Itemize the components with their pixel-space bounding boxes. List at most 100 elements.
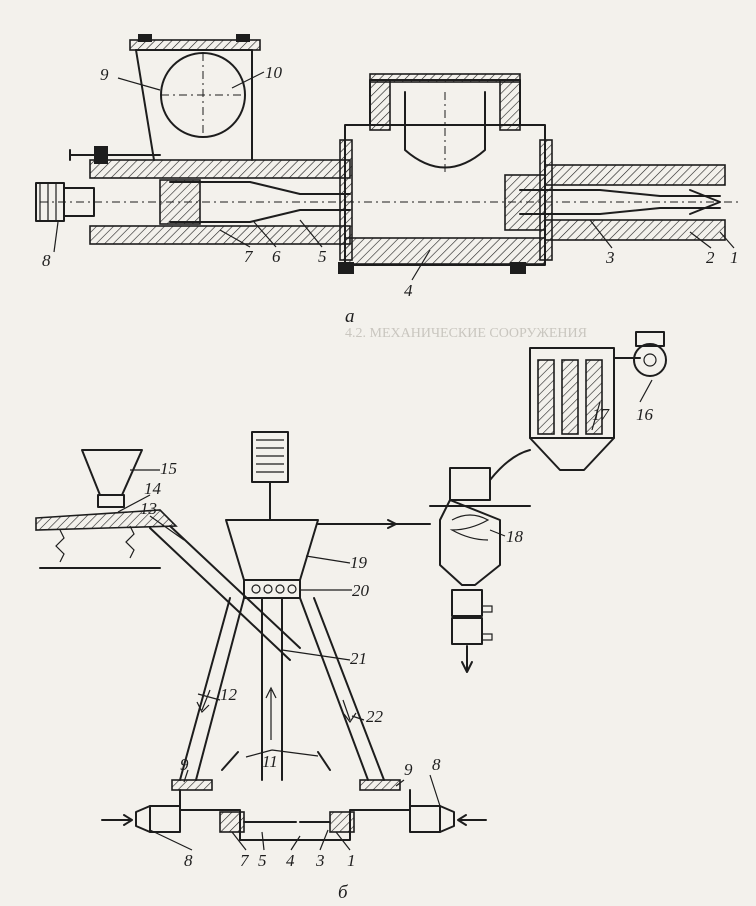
bellows-ribs (39, 183, 57, 221)
feed-hopper (81, 449, 143, 496)
right-upper-wall (544, 164, 726, 186)
chamber-left-wall (369, 79, 391, 131)
filter-hopper (529, 437, 615, 471)
right-nozzle (519, 189, 721, 215)
classifier-head (225, 519, 319, 581)
bolt-hopper-left (138, 34, 152, 42)
filter-bag-2 (561, 359, 579, 435)
label-b-14: 14 (144, 479, 162, 498)
chamber-left-flange (339, 139, 353, 261)
label-b-16: 16 (636, 405, 654, 424)
label-b-11: 11 (262, 752, 278, 771)
inlet-pipe (63, 187, 95, 217)
product-out-arrow (461, 645, 473, 673)
label-b-9-right: 9 (404, 760, 413, 779)
central-riser (261, 597, 283, 781)
filter-bag-1 (537, 359, 555, 435)
right-nozzle-holder (504, 174, 546, 231)
left-nozzle-insert (219, 811, 245, 833)
nozzle-tip (689, 189, 721, 215)
right-flow-arrow (342, 699, 357, 724)
right-downcomer (299, 597, 385, 781)
hopper-body (135, 49, 253, 161)
left-downcomer (179, 597, 245, 781)
cyclone-body (439, 499, 501, 586)
label-b-1: 1 (347, 851, 356, 870)
leaders-a (53, 71, 735, 281)
label-a-7: 7 (244, 247, 254, 266)
label-b-9-left: 9 (180, 755, 189, 774)
labels-diagram-a: 1 2 3 4 5 6 7 8 9 10 а (42, 63, 739, 327)
caption-b: б (338, 882, 349, 903)
cyclone-swirl (449, 514, 490, 541)
chamber-top-housing (369, 79, 521, 126)
deflectors (221, 751, 331, 771)
label-a-1: 1 (730, 248, 739, 267)
label-a-6: 6 (272, 247, 281, 266)
bolt-left-lower (338, 262, 354, 274)
label-a-2: 2 (706, 248, 715, 267)
label-b-22: 22 (366, 707, 384, 726)
label-a-5: 5 (318, 247, 327, 266)
injector-nozzle (169, 181, 351, 223)
caption-a: а (345, 306, 355, 327)
bolt-hopper-right (236, 34, 250, 42)
leaders-b (117, 379, 653, 851)
classifier-ring (243, 579, 301, 599)
fan-outlet (635, 331, 665, 347)
right-lower-wall (544, 219, 726, 241)
bleed-heading: 4.2. МЕХАНИЧЕСКИЕ СООРУЖЕНИЯ (345, 326, 587, 341)
feeder-lower-wall (89, 225, 351, 245)
labels-diagram-b: 1 3 4 5 7 8 8 9 9 11 12 13 14 15 16 17 1… (140, 405, 654, 903)
label-a-8: 8 (42, 251, 51, 270)
label-b-8-left: 8 (184, 851, 193, 870)
label-b-4: 4 (286, 851, 295, 870)
feeder-springs (55, 525, 135, 563)
bottom-chamber (179, 789, 411, 841)
right-air-inlet-arrow (457, 814, 487, 826)
diagram-b (35, 331, 667, 841)
motor-fins (256, 439, 284, 473)
label-b-3: 3 (315, 851, 325, 870)
left-air-inlet-arrow (101, 814, 133, 826)
label-b-5: 5 (258, 851, 267, 870)
cyclone-drum-2 (451, 617, 483, 645)
label-b-13: 13 (140, 499, 157, 518)
label-b-12: 12 (220, 685, 238, 704)
vibrating-feeder (35, 509, 178, 531)
label-b-18: 18 (506, 527, 524, 546)
left-flange-9 (171, 779, 213, 791)
hopper-neck (97, 494, 125, 508)
upper-stud (69, 149, 161, 161)
right-flange-9 (359, 779, 401, 791)
label-a-10: 10 (265, 63, 283, 82)
chamber-right-wall (499, 79, 521, 131)
bleed-through-text: 4.2. МЕХАНИЧЕСКИЕ СООРУЖЕНИЯ (345, 326, 587, 341)
label-b-20: 20 (352, 581, 370, 600)
label-b-19: 19 (350, 553, 368, 572)
filter-bag-3 (585, 359, 603, 435)
chamber-bottom (344, 237, 546, 265)
bolt-right-lower (510, 262, 526, 274)
cyclone-to-filter-pipe (489, 449, 531, 481)
left-flow-arrow (196, 689, 211, 714)
nozzle-holder (159, 179, 201, 225)
feeder-upper-wall (89, 159, 351, 179)
stud-nut (94, 146, 108, 164)
exhaust-fan (633, 343, 667, 377)
right-end-fitting (439, 805, 455, 833)
riser-arrow (265, 686, 277, 740)
cyclone-head (449, 467, 491, 501)
bag-filter-housing (529, 347, 615, 439)
left-nozzle-body (149, 805, 181, 833)
label-b-21: 21 (350, 649, 367, 668)
chamber-top-flange (369, 73, 521, 83)
right-nozzle-body (409, 805, 441, 833)
left-end-fitting (135, 805, 151, 833)
label-a-3: 3 (605, 248, 615, 267)
label-a-4: 4 (404, 281, 413, 300)
label-b-7: 7 (240, 851, 250, 870)
cyclone-drum-1 (451, 589, 483, 617)
label-b-8-right: 8 (432, 755, 441, 774)
